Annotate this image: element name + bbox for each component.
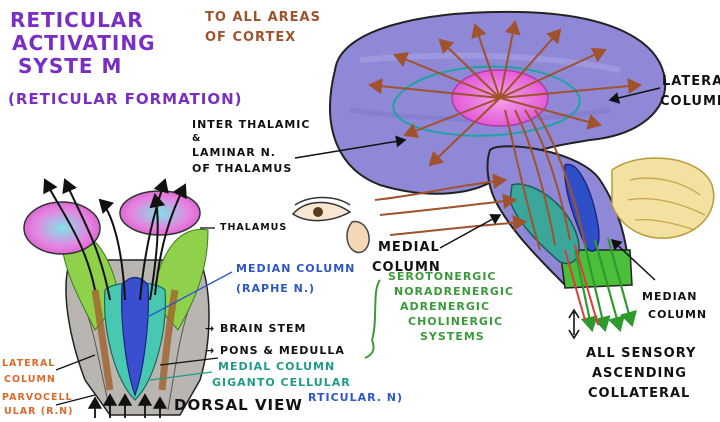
title-line1: RETICULAR — [10, 8, 144, 32]
brain-stem-label: → BRAIN STEM — [205, 322, 307, 335]
serotonergic-line3: ADRENERGIC — [400, 300, 491, 313]
thalamus-label: THALAMUS — [220, 222, 288, 233]
medial-column-line1: MEDIAL — [378, 240, 440, 255]
cortex-note-line2: OF CORTEX — [205, 30, 297, 45]
cerebellum — [611, 157, 715, 239]
medial-column-small-line3: RTICULAR. N) — [308, 391, 404, 404]
median-column-dorsal — [121, 276, 149, 397]
median-column-right-line2: COLUMN — [648, 308, 708, 321]
cortex-note-line1: TO ALL AREAS — [205, 10, 321, 25]
sensory-line2: ASCENDING — [592, 366, 687, 381]
serotonergic-line5: SYSTEMS — [420, 330, 485, 343]
pons-medulla-label: → PONS & MEDULLA — [205, 344, 345, 357]
lateral-column-right-line1: LATERAL — [662, 74, 720, 89]
median-column-right — [564, 163, 600, 252]
ear — [346, 220, 370, 254]
median-column-line2: (RAPHE N.) — [236, 282, 316, 295]
lateral-column-left-line1: LATERAL — [2, 358, 56, 369]
medial-column-line2: COLUMN — [372, 260, 441, 275]
sensory-line3: COLLATERAL — [588, 386, 691, 401]
lateral-column-right-line2: COLUMN — [660, 94, 720, 109]
parvocellular-line1: PARVOCELL — [2, 392, 73, 403]
medial-column-small-line2: GIGANTO CELLULAR — [212, 376, 351, 389]
median-column-line1: MEDIAN COLUMN — [236, 262, 356, 275]
inter-thalamic-line3: LAMINAR N. — [192, 146, 276, 159]
medial-column-small-line1: MEDIAL COLUMN — [218, 360, 336, 373]
parvocellular-line2: ULAR (R.N) — [4, 406, 74, 417]
title-line2: ACTIVATING — [12, 31, 156, 55]
median-column-right-line1: MEDIAN — [642, 290, 698, 303]
sensory-line1: ALL SENSORY — [586, 346, 697, 361]
dorsal-view-label: DORSAL VIEW — [174, 396, 303, 414]
inter-thalamic-line4: OF THALAMUS — [192, 162, 293, 175]
inter-thalamic-line2: & — [192, 133, 202, 144]
subtitle: (RETICULAR FORMATION) — [8, 90, 243, 108]
serotonergic-line2: NORADRENERGIC — [394, 285, 515, 298]
lateral-column-left-line2: COLUMN — [4, 374, 56, 385]
serotonergic-line1: SEROTONERGIC — [388, 270, 497, 283]
serotonergic-line4: CHOLINERGIC — [408, 315, 504, 328]
title-line3: SYSTE M — [18, 54, 123, 78]
inter-thalamic-line1: INTER THALAMIC — [192, 118, 311, 131]
